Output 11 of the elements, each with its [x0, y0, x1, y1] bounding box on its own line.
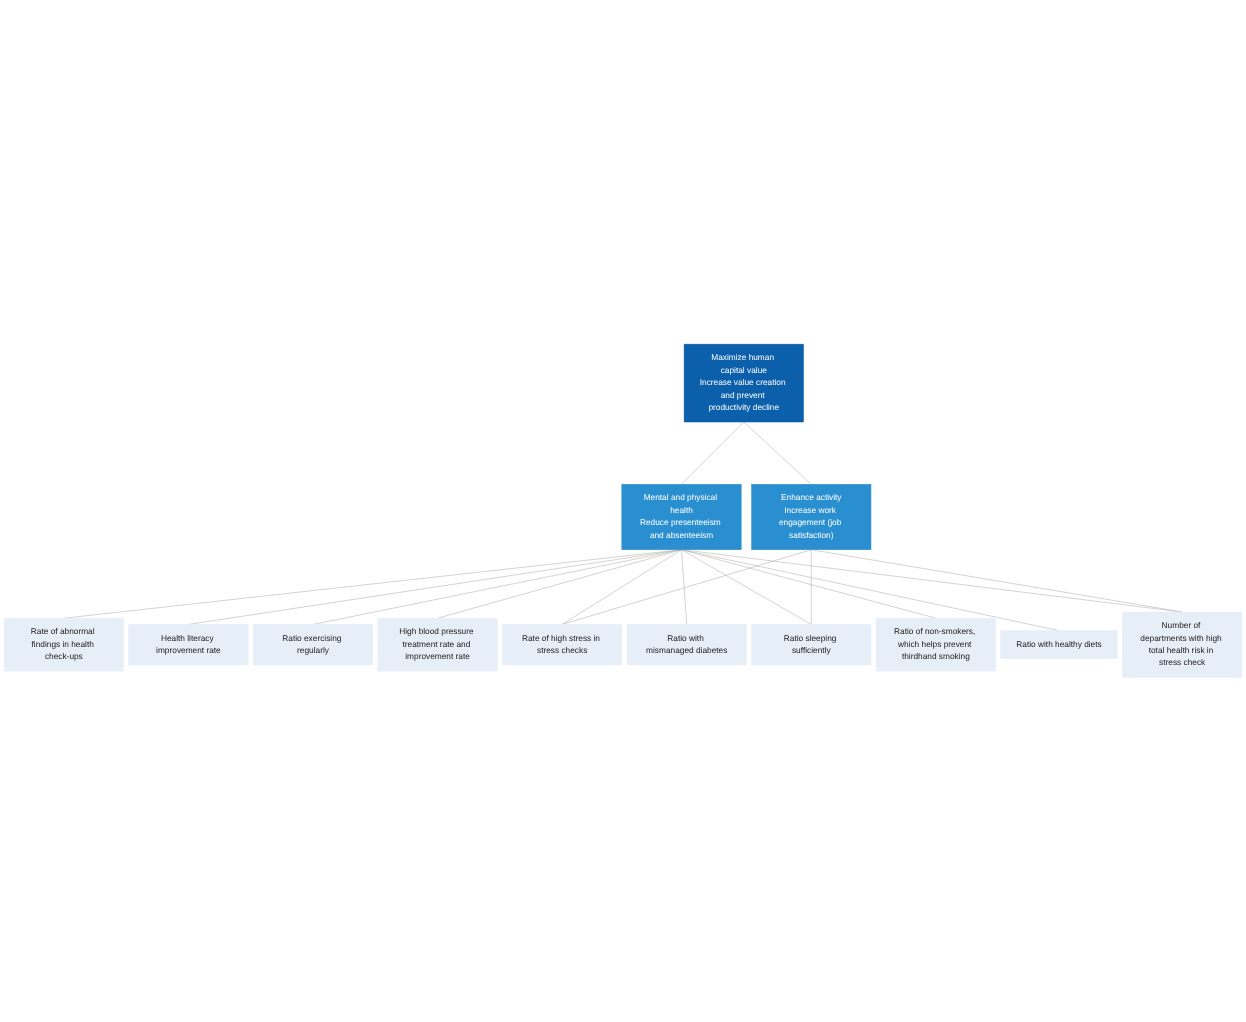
connector: [811, 549, 812, 625]
connector: [561, 549, 812, 625]
connector: [312, 549, 682, 625]
connector: [743, 421, 812, 485]
connector: [811, 549, 1183, 613]
connector: [681, 549, 937, 619]
connector: [681, 421, 745, 485]
connector: [437, 549, 682, 619]
connector: [561, 549, 682, 625]
connector: [681, 549, 812, 625]
connector: [681, 549, 687, 625]
